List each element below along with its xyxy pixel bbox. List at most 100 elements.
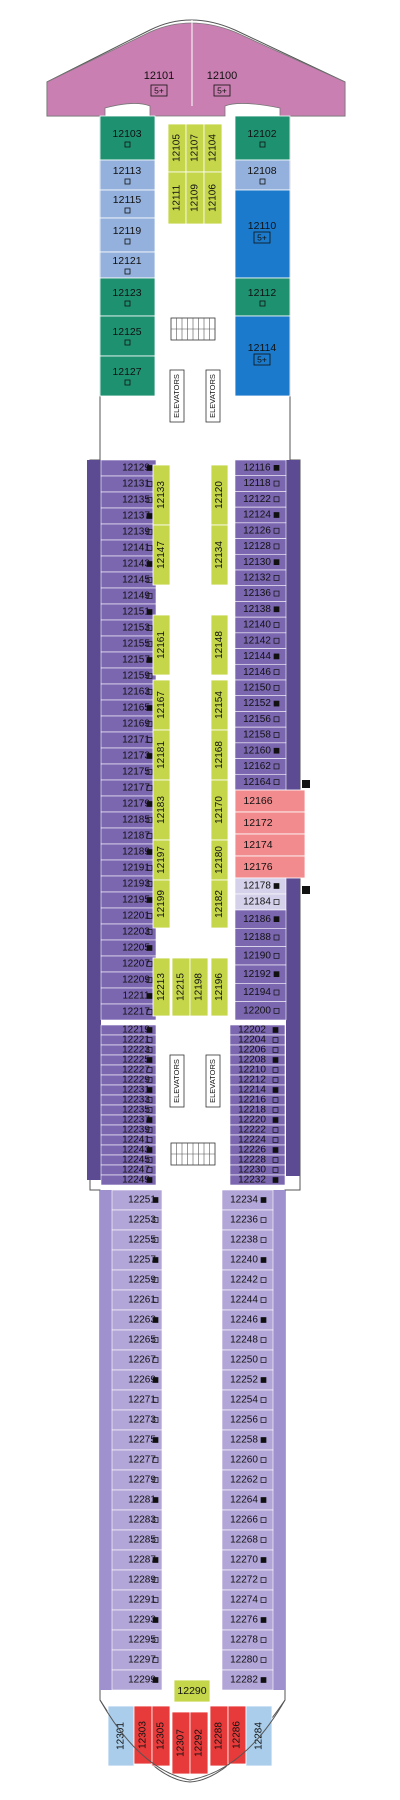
- cabin-12260[interactable]: 12260: [221, 1449, 274, 1471]
- cabin-12236[interactable]: 12236: [221, 1209, 274, 1231]
- cabin-12268[interactable]: 12268: [221, 1529, 274, 1551]
- cabin-12119[interactable]: 12119: [99, 217, 156, 253]
- cabin-12103[interactable]: 12103: [99, 115, 156, 161]
- cabin-12147[interactable]: 12147: [152, 524, 171, 586]
- cabin-12209[interactable]: 12209: [100, 971, 157, 989]
- cabin-12130[interactable]: 12130: [234, 553, 287, 571]
- cabin-12145[interactable]: 12145: [100, 571, 157, 589]
- cabin-12161[interactable]: 12161: [152, 614, 171, 676]
- cabin-12116[interactable]: 12116: [234, 459, 287, 477]
- cabin-12297[interactable]: 12297: [111, 1649, 163, 1671]
- cabin-12163[interactable]: 12163: [100, 683, 157, 701]
- cabin-12272[interactable]: 12272: [221, 1569, 274, 1591]
- elevator-fwd-left[interactable]: ELEVATORS: [169, 369, 185, 423]
- cabin-12156[interactable]: 12156: [234, 711, 287, 728]
- cabin-12291[interactable]: 12291: [111, 1589, 163, 1611]
- cabin-12151[interactable]: 12151: [100, 603, 157, 621]
- cabin-12187[interactable]: 12187: [100, 827, 157, 845]
- cabin-12199[interactable]: 12199: [152, 879, 171, 929]
- cabin-12166[interactable]: 12166: [234, 789, 306, 813]
- cabin-12194[interactable]: 12194: [234, 983, 287, 1002]
- cabin-12293[interactable]: 12293: [111, 1609, 163, 1631]
- cabin-12286[interactable]: 12286: [227, 1705, 247, 1765]
- cabin-12267[interactable]: 12267: [111, 1349, 163, 1371]
- elevator-aft-left[interactable]: ELEVATORS: [169, 1054, 185, 1108]
- cabin-12105[interactable]: 12105: [167, 123, 187, 173]
- cabin-12162[interactable]: 12162: [234, 758, 287, 775]
- cabin-12232[interactable]: 12232: [229, 1175, 286, 1186]
- cabin-12280[interactable]: 12280: [221, 1649, 274, 1671]
- cabin-12160[interactable]: 12160: [234, 742, 287, 759]
- cabin-12195[interactable]: 12195: [100, 891, 157, 909]
- cabin-12197[interactable]: 12197: [152, 839, 171, 881]
- cabin-12249[interactable]: 12249: [100, 1175, 157, 1186]
- cabin-12134[interactable]: 12134: [210, 524, 229, 586]
- cabin-12136[interactable]: 12136: [234, 585, 287, 602]
- cabin-12128[interactable]: 12128: [234, 538, 287, 555]
- cabin-12264[interactable]: 12264: [221, 1489, 274, 1511]
- cabin-12188[interactable]: 12188: [234, 928, 287, 947]
- cabin-12146[interactable]: 12146: [234, 663, 287, 681]
- cabin-12213[interactable]: 12213: [152, 957, 171, 1017]
- cabin-12292[interactable]: 12292: [189, 1711, 209, 1775]
- cabin-12193[interactable]: 12193: [100, 875, 157, 893]
- cabin-12152[interactable]: 12152: [234, 695, 287, 712]
- cabin-12290[interactable]: 12290: [173, 1679, 211, 1703]
- cabin-12185[interactable]: 12185: [100, 811, 157, 829]
- cabin-12142[interactable]: 12142: [234, 632, 287, 649]
- cabin-12257[interactable]: 12257: [111, 1249, 163, 1271]
- cabin-12180[interactable]: 12180: [210, 839, 229, 881]
- cabin-12155[interactable]: 12155: [100, 635, 157, 653]
- cabin-12170[interactable]: 12170: [210, 779, 229, 841]
- cabin-12251[interactable]: 12251: [111, 1189, 163, 1211]
- cabin-12123[interactable]: 12123: [99, 277, 156, 317]
- cabin-12265[interactable]: 12265: [111, 1329, 163, 1351]
- cabin-12127[interactable]: 12127: [99, 355, 156, 397]
- cabin-12150[interactable]: 12150: [234, 679, 287, 697]
- cabin-12106[interactable]: 12106: [203, 171, 223, 225]
- cabin-12148[interactable]: 12148: [210, 614, 229, 676]
- cabin-12289[interactable]: 12289: [111, 1569, 163, 1591]
- cabin-12102[interactable]: 12102: [234, 115, 291, 161]
- cabin-12169[interactable]: 12169: [100, 715, 157, 733]
- cabin-12153[interactable]: 12153: [100, 619, 157, 637]
- cabin-12200[interactable]: 12200: [234, 1001, 287, 1021]
- cabin-12196[interactable]: 12196: [210, 957, 229, 1017]
- cabin-12201[interactable]: 12201: [100, 907, 157, 925]
- cabin-12211[interactable]: 12211: [100, 987, 157, 1005]
- cabin-12137[interactable]: 12137: [100, 507, 157, 525]
- cabin-12181[interactable]: 12181: [152, 729, 171, 781]
- cabin-12279[interactable]: 12279: [111, 1469, 163, 1491]
- cabin-12143[interactable]: 12143: [100, 555, 157, 573]
- cabin-12190[interactable]: 12190: [234, 946, 287, 966]
- cabin-12122[interactable]: 12122: [234, 491, 287, 508]
- cabin-12184[interactable]: 12184: [234, 893, 287, 911]
- cabin-12167[interactable]: 12167: [152, 679, 171, 731]
- cabin-12159[interactable]: 12159: [100, 667, 157, 685]
- cabin-12129[interactable]: 12129: [100, 459, 157, 477]
- cabin-12132[interactable]: 12132: [234, 569, 287, 587]
- cabin-12253[interactable]: 12253: [111, 1209, 163, 1231]
- cabin-12154[interactable]: 12154: [210, 679, 229, 731]
- cabin-12118[interactable]: 12118: [234, 475, 287, 492]
- cabin-12140[interactable]: 12140: [234, 616, 287, 634]
- cabin-12139[interactable]: 12139: [100, 523, 157, 541]
- cabin-12205[interactable]: 12205: [100, 939, 157, 957]
- bow-suites[interactable]: [46, 22, 346, 117]
- cabin-12186[interactable]: 12186: [234, 909, 287, 929]
- cabin-12124[interactable]: 12124: [234, 506, 287, 524]
- cabin-12120[interactable]: 12120: [210, 464, 229, 526]
- cabin-12275[interactable]: 12275: [111, 1429, 163, 1451]
- cabin-12305[interactable]: 12305: [151, 1705, 171, 1767]
- cabin-12288[interactable]: 12288: [209, 1705, 229, 1767]
- cabin-12217[interactable]: 12217: [100, 1003, 157, 1021]
- cabin-12121[interactable]: 12121: [99, 251, 156, 279]
- cabin-12189[interactable]: 12189: [100, 843, 157, 861]
- cabin-12277[interactable]: 12277: [111, 1449, 163, 1471]
- cabin-12238[interactable]: 12238: [221, 1229, 274, 1251]
- cabin-12299[interactable]: 12299: [111, 1669, 163, 1691]
- cabin-12175[interactable]: 12175: [100, 763, 157, 781]
- cabin-12215[interactable]: 12215: [171, 957, 191, 1017]
